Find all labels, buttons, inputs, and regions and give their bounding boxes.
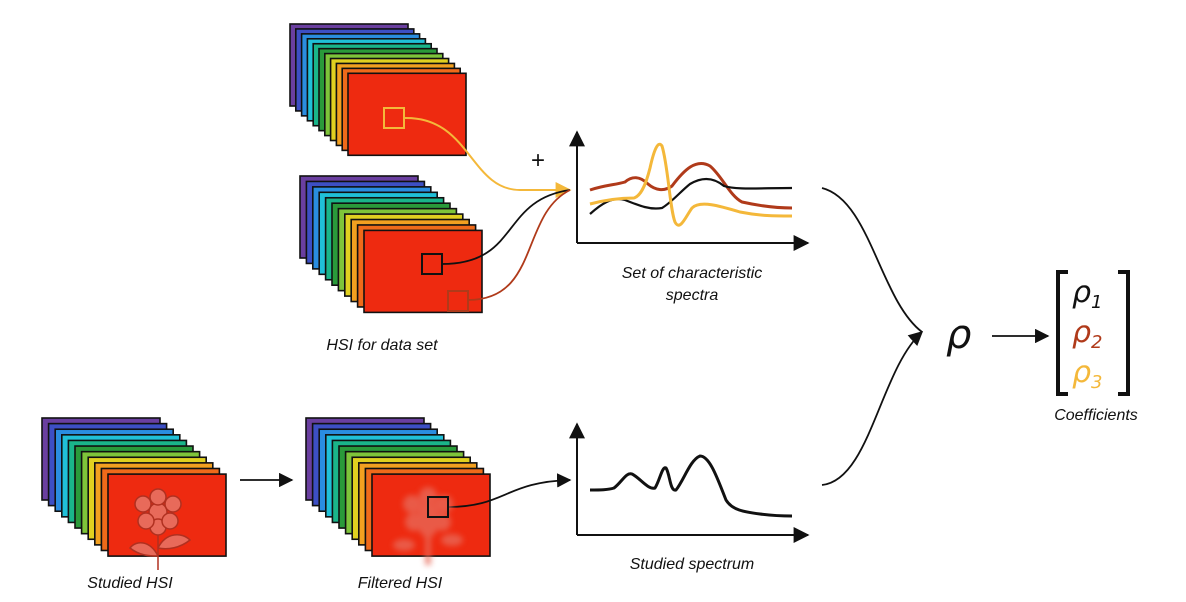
pixel-square-filtered	[427, 496, 449, 518]
filtered-hsi-stack	[305, 417, 491, 557]
characteristic-spectra-label-line2: spectra	[666, 287, 719, 304]
flower-icon	[128, 488, 192, 570]
studied-spectrum-label: Studied spectrum	[630, 556, 755, 573]
characteristic-spectra-label-line1: Set of characteristic	[622, 265, 763, 282]
spectrum-line-yellow	[589, 142, 793, 227]
hsi-dataset-stack-top	[289, 23, 467, 157]
characteristic-spectra-chart	[569, 130, 810, 251]
hsi-dataset-stack-bottom	[299, 175, 483, 314]
connector-yellow	[403, 116, 572, 198]
plus-sign: +	[531, 147, 545, 174]
studied-hsi-label: Studied HSI	[87, 575, 173, 592]
blurred-flower-icon	[393, 487, 463, 565]
left-bracket	[1056, 270, 1068, 396]
connector-filtered	[447, 473, 572, 508]
studied-spectrum-line	[589, 454, 793, 518]
coefficients-label: Coefficients	[1054, 407, 1138, 424]
merge-curve-bottom	[821, 331, 924, 486]
spectrum-line-red	[589, 162, 793, 210]
spectral-band-layer	[347, 72, 467, 157]
hsi-dataset-label: HSI for data set	[326, 337, 438, 354]
rho-3: ρ3	[1072, 355, 1103, 393]
rho-1: ρ1	[1072, 275, 1103, 313]
connector-black	[441, 189, 571, 265]
merge-curve-top	[821, 187, 923, 333]
pixel-square-red	[447, 290, 469, 312]
pixel-square-yellow	[383, 107, 405, 129]
studied-spectrum-chart	[569, 422, 810, 543]
right-bracket	[1118, 270, 1130, 396]
pixel-square-black	[421, 253, 443, 275]
filtered-hsi-label: Filtered HSI	[358, 575, 443, 592]
rho-2: ρ2	[1072, 315, 1103, 353]
connector-red	[467, 189, 571, 301]
studied-hsi-stack	[41, 417, 227, 557]
rho-symbol: ρ	[946, 312, 971, 358]
